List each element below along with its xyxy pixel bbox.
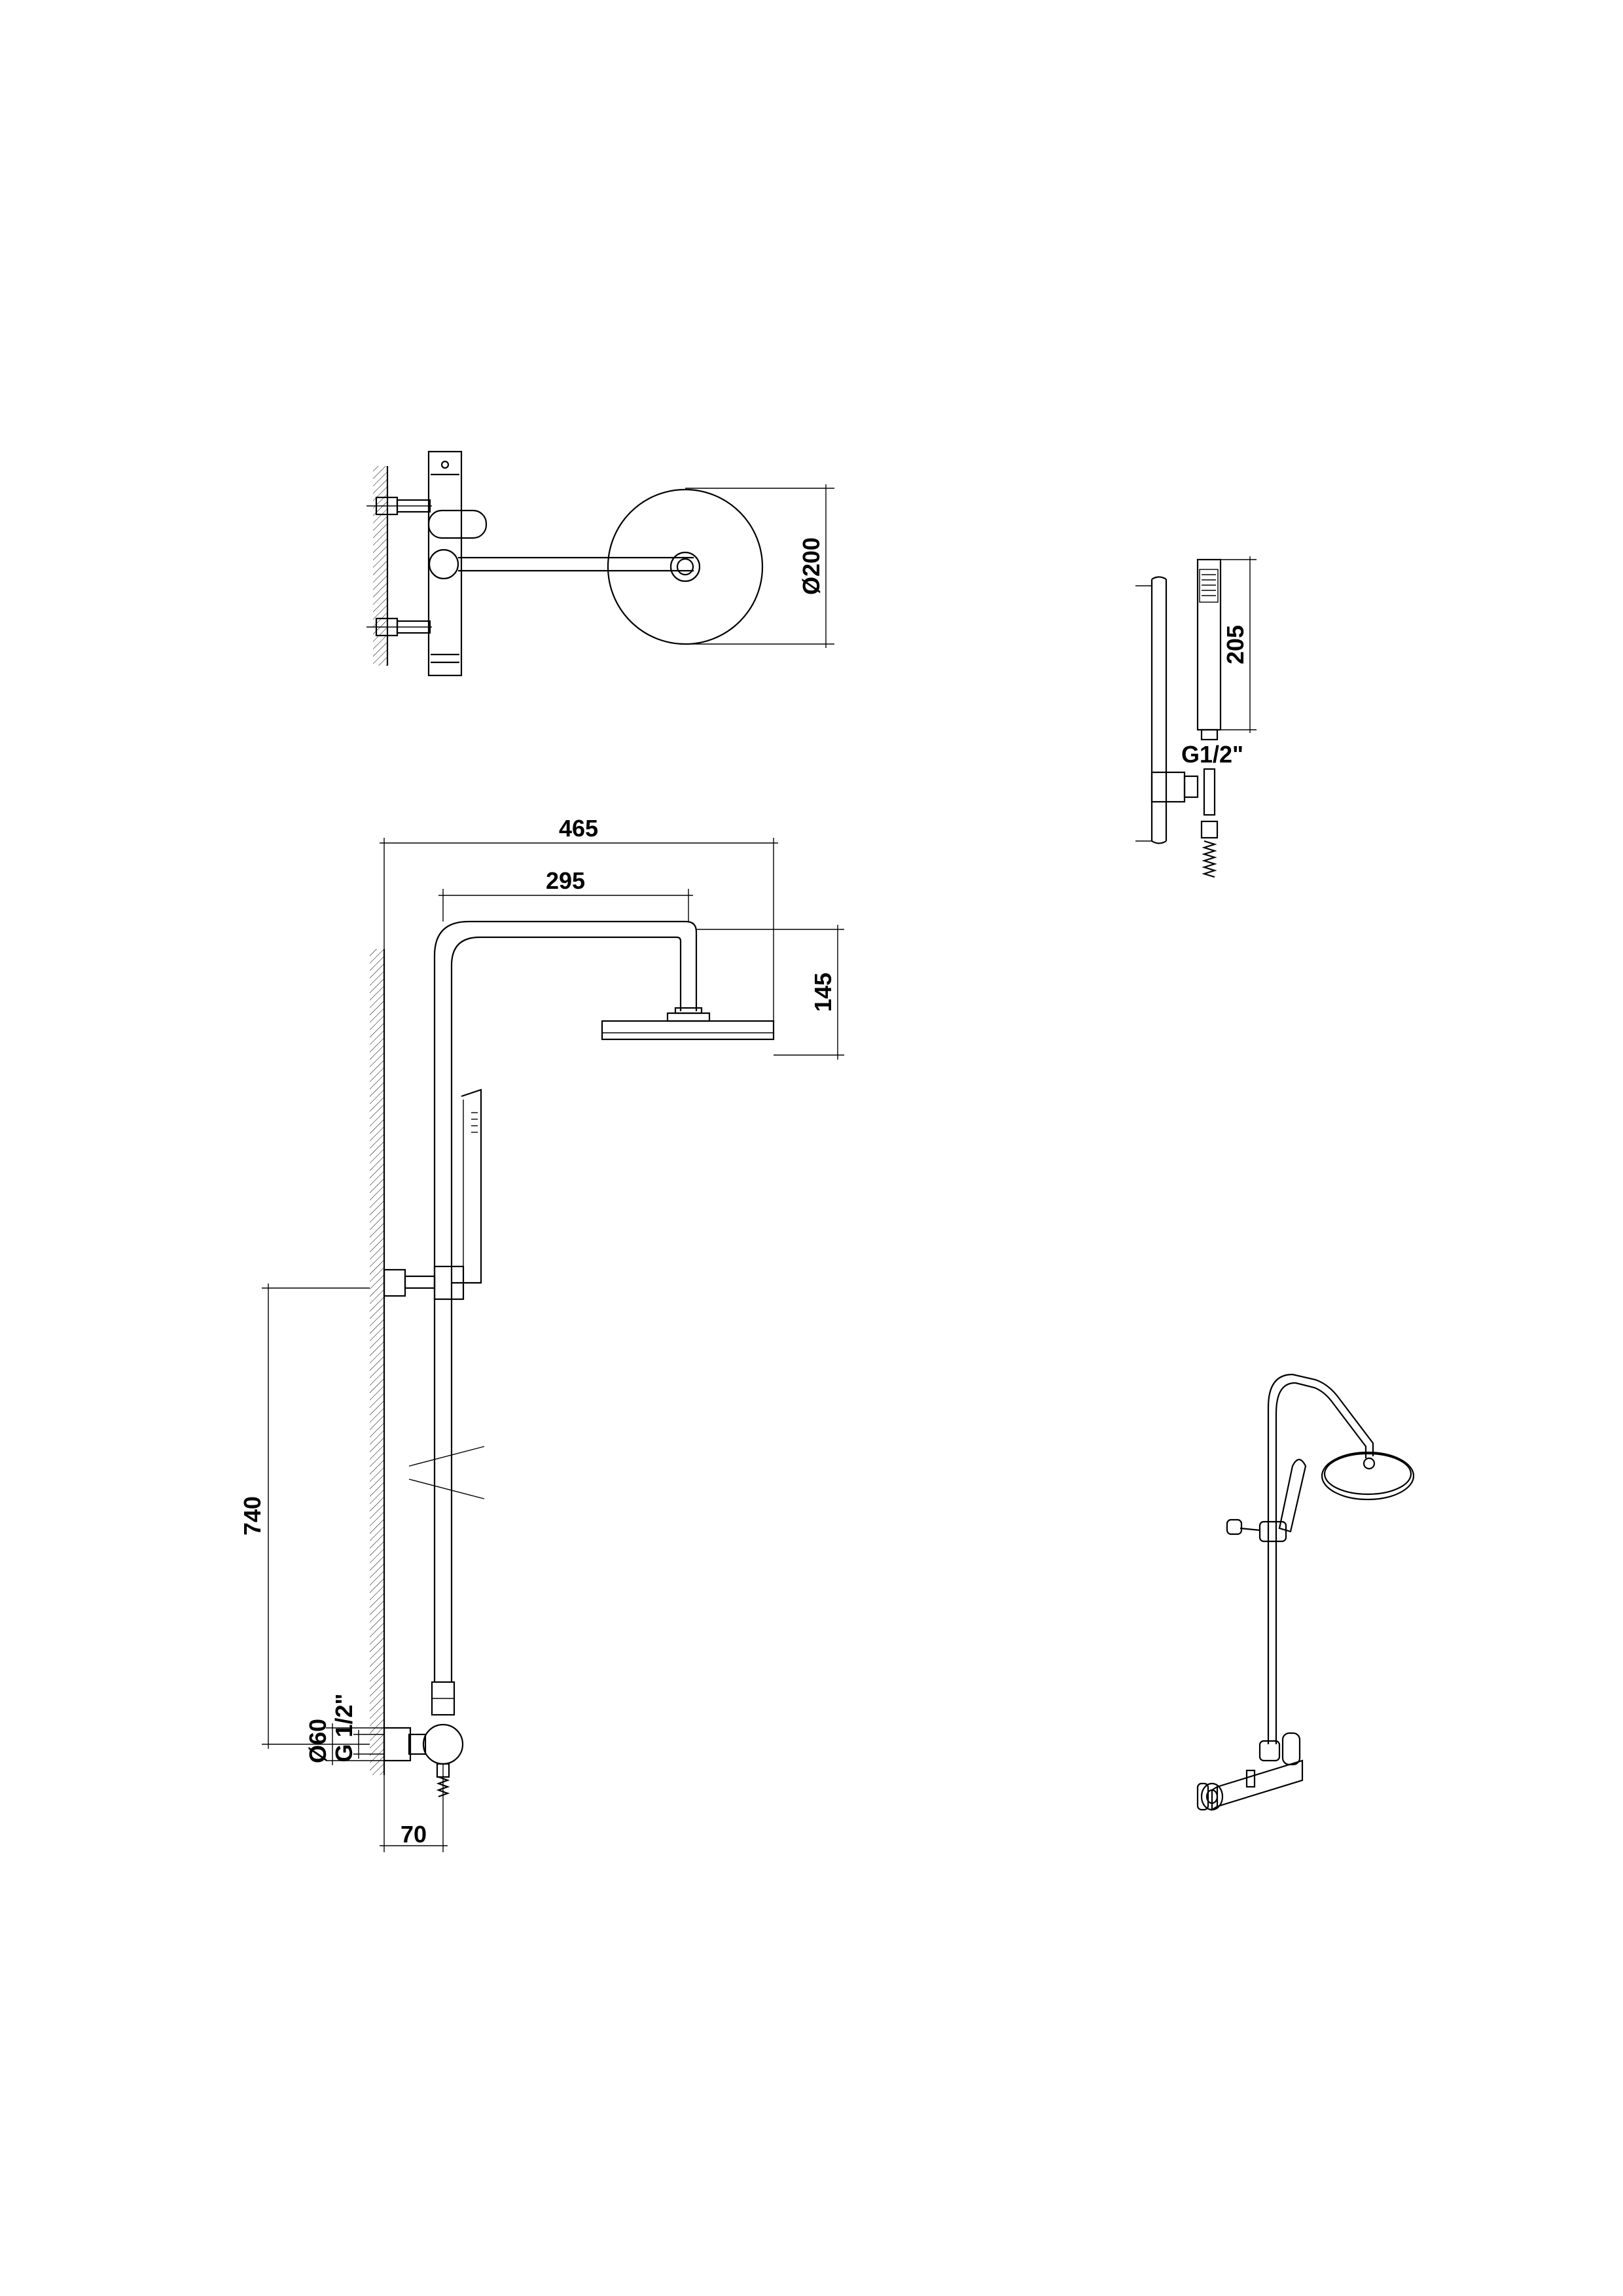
top-view-wall-connector-lower [366, 617, 432, 637]
top-view: Ø200 [366, 450, 834, 677]
top-view-shower-head [607, 488, 764, 645]
top-view-diverter [428, 548, 459, 580]
arm-reach-label: 295 [546, 867, 585, 894]
side-view: 465 295 145 740 Ø60 G 1/2 [239, 815, 844, 1852]
riser-pipe [433, 920, 698, 1682]
head-diameter-label: Ø200 [798, 537, 825, 595]
break-lines [408, 1446, 485, 1499]
wall-offset-label: 70 [401, 1821, 427, 1848]
top-view-wall [373, 466, 387, 666]
side-view-shower-head [601, 1007, 775, 1041]
hand-shower-detail: 205 G1/2" [1135, 556, 1257, 878]
detail-slider [1150, 771, 1186, 803]
top-view-diameter-dimension: Ø200 [685, 484, 834, 648]
head-drop-dimension: 145 [696, 925, 844, 1060]
top-view-wall-connector-upper [366, 496, 432, 516]
arm-reach-dimension: 295 [438, 867, 693, 922]
side-view-mixer [383, 1681, 464, 1798]
side-view-wall-bracket [383, 1265, 465, 1300]
top-view-handle [427, 509, 488, 539]
flange-diameter-label: Ø60 [304, 1719, 331, 1763]
side-view-hand-shower [452, 1088, 482, 1284]
hand-shower-length-dimension: 205 [1221, 556, 1257, 733]
top-view-mixer-body [427, 450, 463, 677]
head-drop-label: 145 [810, 973, 836, 1012]
wall-offset-dimension: 70 [380, 1764, 448, 1852]
perspective-head [1321, 1451, 1415, 1501]
perspective-mixer [1196, 1732, 1304, 1811]
inlet-dimensions: Ø60 G 1/2" [304, 1693, 384, 1765]
total-projection-dimension: 465 [380, 815, 778, 1021]
bracket-height-dimension: 740 [239, 1283, 370, 1749]
inlet-thread-label: G 1/2" [330, 1693, 357, 1762]
bracket-height-label: 740 [239, 1496, 266, 1535]
hand-shower-thread-label: G1/2" [1181, 741, 1243, 768]
perspective-riser [1267, 1373, 1374, 1744]
side-view-wall [370, 949, 384, 1775]
perspective-view [1196, 1373, 1415, 1811]
top-view-head-joint [669, 551, 701, 583]
perspective-slider [1226, 1518, 1287, 1543]
detail-spray-face [1199, 569, 1219, 603]
total-projection-label: 465 [559, 815, 598, 842]
hand-shower-length-label: 205 [1222, 625, 1249, 664]
perspective-hand-shower [1278, 1458, 1307, 1533]
